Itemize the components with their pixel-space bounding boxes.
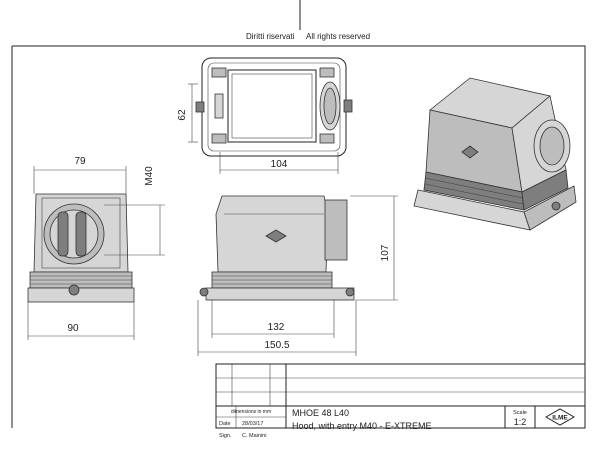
logo-text: ILME [552,415,568,422]
dim-top-width: 104 [271,159,288,170]
part-code: MHOE 48 L40 [292,408,349,418]
side-view [199,195,355,301]
top-view [195,57,353,157]
scale-value: 1:2 [514,417,527,427]
dim-front-top-width: 79 [74,156,86,167]
drawing-frame [12,45,586,428]
dim-side-height: 107 [380,244,391,261]
sign-label: Sign. [219,433,232,439]
scale-label: Scale [513,410,527,416]
date-value: 28/03/17 [242,421,263,427]
date-label: Date [219,421,231,427]
dim-front-bottom-width: 90 [67,323,79,334]
dimensions-note: dimensions in mm [231,409,271,415]
dim-side-inner-width: 132 [268,322,285,333]
rights-reserved-english: All rights reserved [306,32,370,41]
sign-value: C. Mainini [242,433,266,439]
dim-top-height: 62 [177,109,188,121]
rights-reserved-italian: Diritti riservati [246,32,295,41]
ilme-logo: ILME [544,408,576,426]
dim-front-thread: M40 [144,166,155,186]
isometric-view [413,77,577,231]
front-view [27,193,135,303]
part-description: Hood, with entry M40 - E-XTREME [292,421,432,431]
title-block [215,363,586,429]
dim-side-outer-width: 150.5 [264,340,289,351]
